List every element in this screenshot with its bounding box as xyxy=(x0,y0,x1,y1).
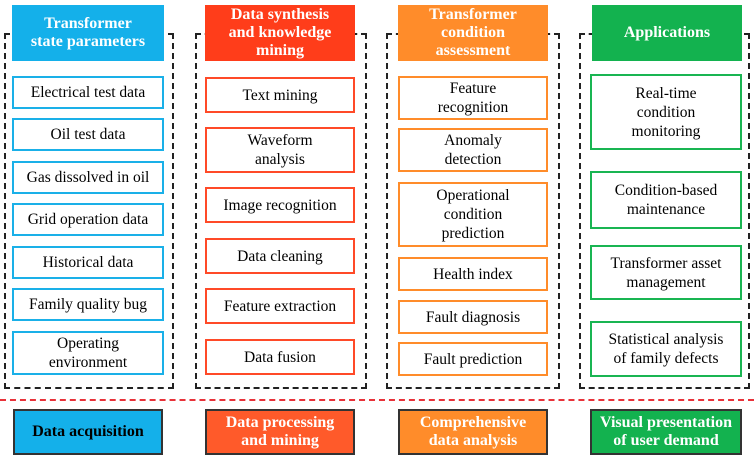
item-feature-extraction: Feature extraction xyxy=(205,288,355,324)
item-fault-prediction: Fault prediction xyxy=(398,342,548,376)
item-waveform-analysis: Waveform analysis xyxy=(205,127,355,173)
item-family-quality-bug: Family quality bug xyxy=(12,288,164,321)
item-real-time-condition-monitoring: Real-time condition monitoring xyxy=(590,74,742,150)
item-image-recognition: Image recognition xyxy=(205,187,355,223)
item-grid-operation-data: Grid operation data xyxy=(12,203,164,236)
item-data-fusion: Data fusion xyxy=(205,339,355,375)
header-state-parameters: Transformer state parameters xyxy=(12,5,164,61)
footer-visual-presentation: Visual presentation of user demand xyxy=(590,409,742,455)
footer-comprehensive-data-analysis: Comprehensive data analysis xyxy=(398,409,548,455)
item-fault-diagnosis: Fault diagnosis xyxy=(398,300,548,334)
header-label: Applications xyxy=(623,24,711,41)
item-text-mining: Text mining xyxy=(205,77,355,113)
header-label: Transformer condition assessment xyxy=(429,6,517,59)
header-label: Data synthesis and knowledge mining xyxy=(228,6,332,59)
footer-data-acquisition: Data acquisition xyxy=(13,409,163,455)
header-applications: Applications xyxy=(592,5,742,61)
item-anomaly-detection: Anomaly detection xyxy=(398,128,548,172)
header-label: Transformer state parameters xyxy=(30,15,146,50)
footer-data-processing-mining: Data processing and mining xyxy=(205,409,355,455)
header-condition-assessment: Transformer condition assessment xyxy=(398,5,548,61)
item-condition-based-maintenance: Condition-based maintenance xyxy=(590,171,742,229)
item-statistical-analysis-family-defects: Statistical analysis of family defects xyxy=(590,321,742,377)
item-operational-condition-prediction: Operational condition prediction xyxy=(398,182,548,247)
item-operating-environment: Operating environment xyxy=(12,331,164,375)
dashed-separator-line xyxy=(0,399,754,401)
item-historical-data: Historical data xyxy=(12,246,164,279)
header-knowledge-mining: Data synthesis and knowledge mining xyxy=(205,5,355,61)
item-health-index: Health index xyxy=(398,257,548,291)
item-transformer-asset-management: Transformer asset management xyxy=(590,245,742,300)
item-feature-recognition: Feature recognition xyxy=(398,76,548,120)
item-oil-test-data: Oil test data xyxy=(12,118,164,151)
item-gas-dissolved-in-oil: Gas dissolved in oil xyxy=(12,161,164,194)
item-electrical-test-data: Electrical test data xyxy=(12,76,164,109)
item-data-cleaning: Data cleaning xyxy=(205,238,355,274)
